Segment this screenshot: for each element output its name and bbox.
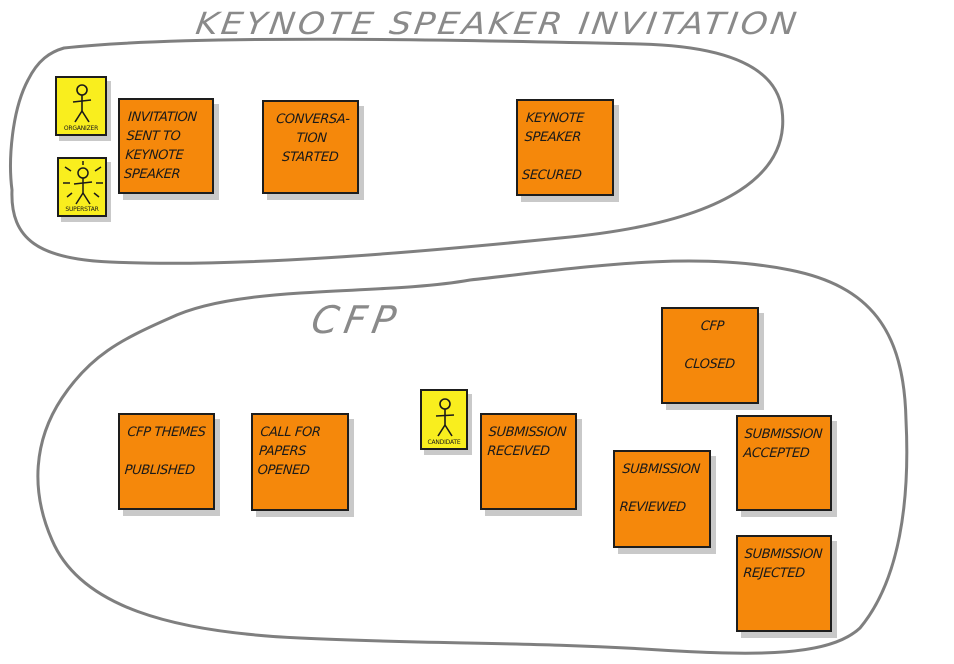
event-label: KEYNOTE SPEAKER SECURED (521, 111, 585, 183)
star-figure-icon (63, 161, 103, 205)
cfp-section-title: CFP (308, 298, 406, 342)
event-label: SUBMISSION REVIEWED (619, 462, 701, 515)
cfp-boundary (36, 259, 909, 655)
event-label: SUBMISSION ACCEPTED (742, 427, 823, 461)
event-label: SUBMISSION RECEIVED (486, 425, 567, 459)
stick-figure-icon (72, 84, 92, 123)
stick-figure-icon (435, 398, 455, 437)
keynote-boundary (9, 37, 785, 265)
event-submission-rejected: SUBMISSION REJECTED (736, 535, 832, 632)
actor-label: ORGANIZER (63, 125, 99, 132)
event-submission-reviewed: SUBMISSION REVIEWED (613, 450, 711, 548)
actor-organizer: ORGANIZER (55, 76, 107, 136)
event-label: CFP THEMES PUBLISHED (124, 425, 206, 478)
keynote-section-title: KEYNOTE SPEAKER INVITATION (193, 6, 802, 43)
actor-label: CANDIDATE (427, 439, 461, 446)
event-conversation-started: CONVERSA- TION STARTED (262, 100, 359, 194)
event-cfp-themes-published: CFP THEMES PUBLISHED (118, 413, 215, 510)
event-submission-received: SUBMISSION RECEIVED (480, 413, 577, 510)
event-cfp-closed: CFP CLOSED (661, 307, 759, 404)
event-submission-accepted: SUBMISSION ACCEPTED (736, 415, 832, 511)
actor-superstar: SUPERSTAR (57, 157, 107, 217)
event-label: INVITATION SENT TO KEYNOTE SPEAKER (123, 110, 198, 182)
event-label: CFP CLOSED (684, 319, 736, 372)
event-keynote-secured: KEYNOTE SPEAKER SECURED (516, 99, 614, 196)
event-label: CALL FOR PAPERS OPENED (257, 425, 321, 478)
event-call-for-papers-opened: CALL FOR PAPERS OPENED (251, 413, 349, 511)
event-label: SUBMISSION REJECTED (742, 547, 823, 581)
actor-candidate: CANDIDATE (420, 389, 468, 450)
event-label: CONVERSA- TION STARTED (275, 112, 351, 165)
actor-label: SUPERSTAR (65, 206, 99, 213)
event-invitation-sent: INVITATION SENT TO KEYNOTE SPEAKER (118, 98, 214, 194)
